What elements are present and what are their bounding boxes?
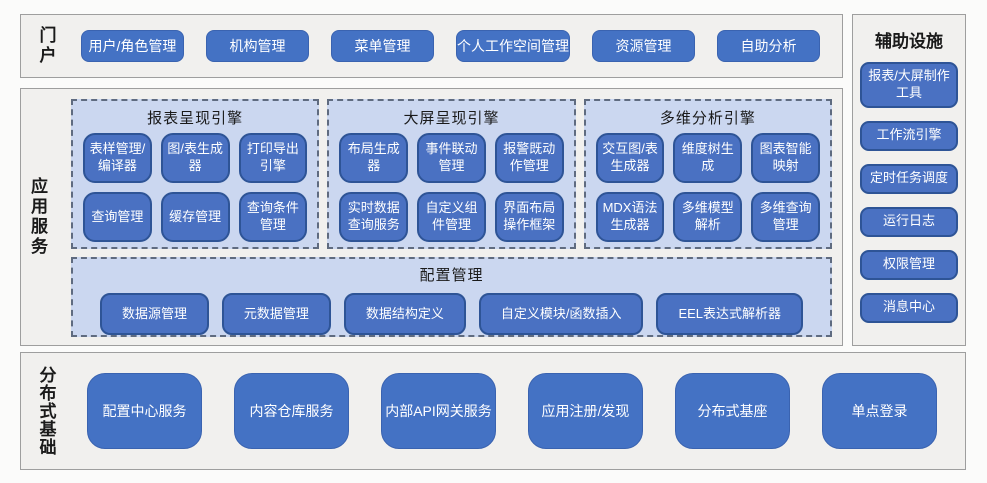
engine-node: 事件联动管理	[417, 133, 486, 183]
config-node: 自定义模块/函数插入	[478, 293, 644, 335]
engine-panel-title: 报表呈现引擎	[147, 110, 244, 127]
portal-node: 个人工作空间管理	[456, 30, 570, 62]
engine-node: 界面布局操作框架	[494, 192, 564, 242]
portal-node: 用户/角色管理	[81, 30, 184, 62]
engine-node: 实时数据查询服务	[339, 192, 409, 242]
config-node-row: 数据源管理 元数据管理 数据结构定义 自定义模块/函数插入 EEL表达式解析器	[87, 293, 816, 335]
app-services-section: 应用服务 报表呈现引擎 表样管理/编译器 图/表生成器 打印导出引擎 查询管理 …	[20, 88, 843, 346]
foundation-node: 分布式基座	[675, 373, 790, 449]
engine-node: 报警既动作管理	[494, 133, 564, 183]
foundation-node: 应用注册/发现	[528, 373, 643, 449]
auxiliary-node-column: 报表/大屏制作工具 工作流引擎 定时任务调度 运行日志 权限管理 消息中心	[853, 62, 965, 323]
portal-node: 自助分析	[717, 30, 820, 62]
foundation-node: 单点登录	[822, 373, 937, 449]
engine-node-grid: 布局生成器 事件联动管理 报警既动作管理 实时数据查询服务 自定义组件管理 界面…	[339, 133, 564, 242]
engine-node: 缓存管理	[160, 192, 230, 242]
engine-panel-title: 大屏呈现引擎	[403, 110, 500, 127]
engine-node: 多维模型解析	[673, 192, 743, 242]
engine-node: 维度树生成	[673, 133, 743, 183]
portal-section: 门户 用户/角色管理 机构管理 菜单管理 个人工作空间管理 资源管理 自助分析	[20, 14, 843, 78]
foundation-node-row: 配置中心服务 内容仓库服务 内部API网关服务 应用注册/发现 分布式基座 单点…	[87, 373, 937, 449]
foundation-section-label: 分布式基础	[36, 366, 56, 456]
auxiliary-section-title: 辅助设施	[875, 32, 943, 51]
portal-node: 菜单管理	[331, 30, 434, 62]
engine-node: 图表智能映射	[751, 133, 820, 183]
auxiliary-node: 定时任务调度	[860, 163, 958, 194]
olap-engine-panel: 多维分析引擎 交互图/表生成器 维度树生成 图表智能映射 MDX语法生成器 多维…	[583, 99, 832, 249]
config-node: 数据源管理	[99, 293, 209, 335]
portal-node: 机构管理	[206, 30, 309, 62]
config-management-panel: 配置管理 数据源管理 元数据管理 数据结构定义 自定义模块/函数插入 EEL表达…	[71, 257, 832, 337]
engine-node: 表样管理/编译器	[83, 133, 152, 183]
auxiliary-node: 运行日志	[860, 206, 958, 237]
config-node: 数据结构定义	[343, 293, 466, 335]
engine-node: 查询管理	[83, 192, 152, 242]
foundation-node: 配置中心服务	[87, 373, 202, 449]
engine-node: 布局生成器	[339, 133, 409, 183]
portal-node: 资源管理	[592, 30, 695, 62]
engine-panel-title: 多维分析引擎	[659, 110, 756, 127]
portal-node-row: 用户/角色管理 机构管理 菜单管理 个人工作空间管理 资源管理 自助分析	[81, 30, 820, 62]
config-panel-title: 配置管理	[419, 267, 484, 284]
engine-node-grid: 表样管理/编译器 图/表生成器 打印导出引擎 查询管理 缓存管理 查询条件管理	[83, 133, 308, 242]
auxiliary-node: 消息中心	[860, 292, 958, 323]
engine-node: 多维查询管理	[751, 192, 820, 242]
engine-node: 查询条件管理	[238, 192, 308, 242]
config-node: EEL表达式解析器	[656, 293, 804, 335]
portal-section-label: 门户	[36, 26, 56, 66]
app-services-section-label: 应用服务	[28, 177, 47, 257]
engine-node: 交互图/表生成器	[595, 133, 665, 183]
dashboard-engine-panel: 大屏呈现引擎 布局生成器 事件联动管理 报警既动作管理 实时数据查询服务 自定义…	[327, 99, 576, 249]
engine-node: 打印导出引擎	[238, 133, 308, 183]
engine-node: 自定义组件管理	[417, 192, 486, 242]
foundation-node: 内部API网关服务	[381, 373, 496, 449]
engine-panels-row: 报表呈现引擎 表样管理/编译器 图/表生成器 打印导出引擎 查询管理 缓存管理 …	[71, 99, 832, 249]
auxiliary-section: 辅助设施 报表/大屏制作工具 工作流引擎 定时任务调度 运行日志 权限管理 消息…	[852, 14, 966, 346]
engine-node: MDX语法生成器	[595, 192, 665, 242]
auxiliary-node: 工作流引擎	[860, 120, 958, 151]
config-node: 元数据管理	[221, 293, 331, 335]
report-engine-panel: 报表呈现引擎 表样管理/编译器 图/表生成器 打印导出引擎 查询管理 缓存管理 …	[71, 99, 320, 249]
auxiliary-node: 权限管理	[860, 249, 958, 280]
foundation-node: 内容仓库服务	[234, 373, 349, 449]
auxiliary-node: 报表/大屏制作工具	[860, 62, 958, 108]
engine-node-grid: 交互图/表生成器 维度树生成 图表智能映射 MDX语法生成器 多维模型解析 多维…	[595, 133, 820, 242]
engine-node: 图/表生成器	[160, 133, 230, 183]
app-services-content: 报表呈现引擎 表样管理/编译器 图/表生成器 打印导出引擎 查询管理 缓存管理 …	[71, 99, 832, 337]
foundation-section: 分布式基础 配置中心服务 内容仓库服务 内部API网关服务 应用注册/发现 分布…	[20, 352, 966, 470]
